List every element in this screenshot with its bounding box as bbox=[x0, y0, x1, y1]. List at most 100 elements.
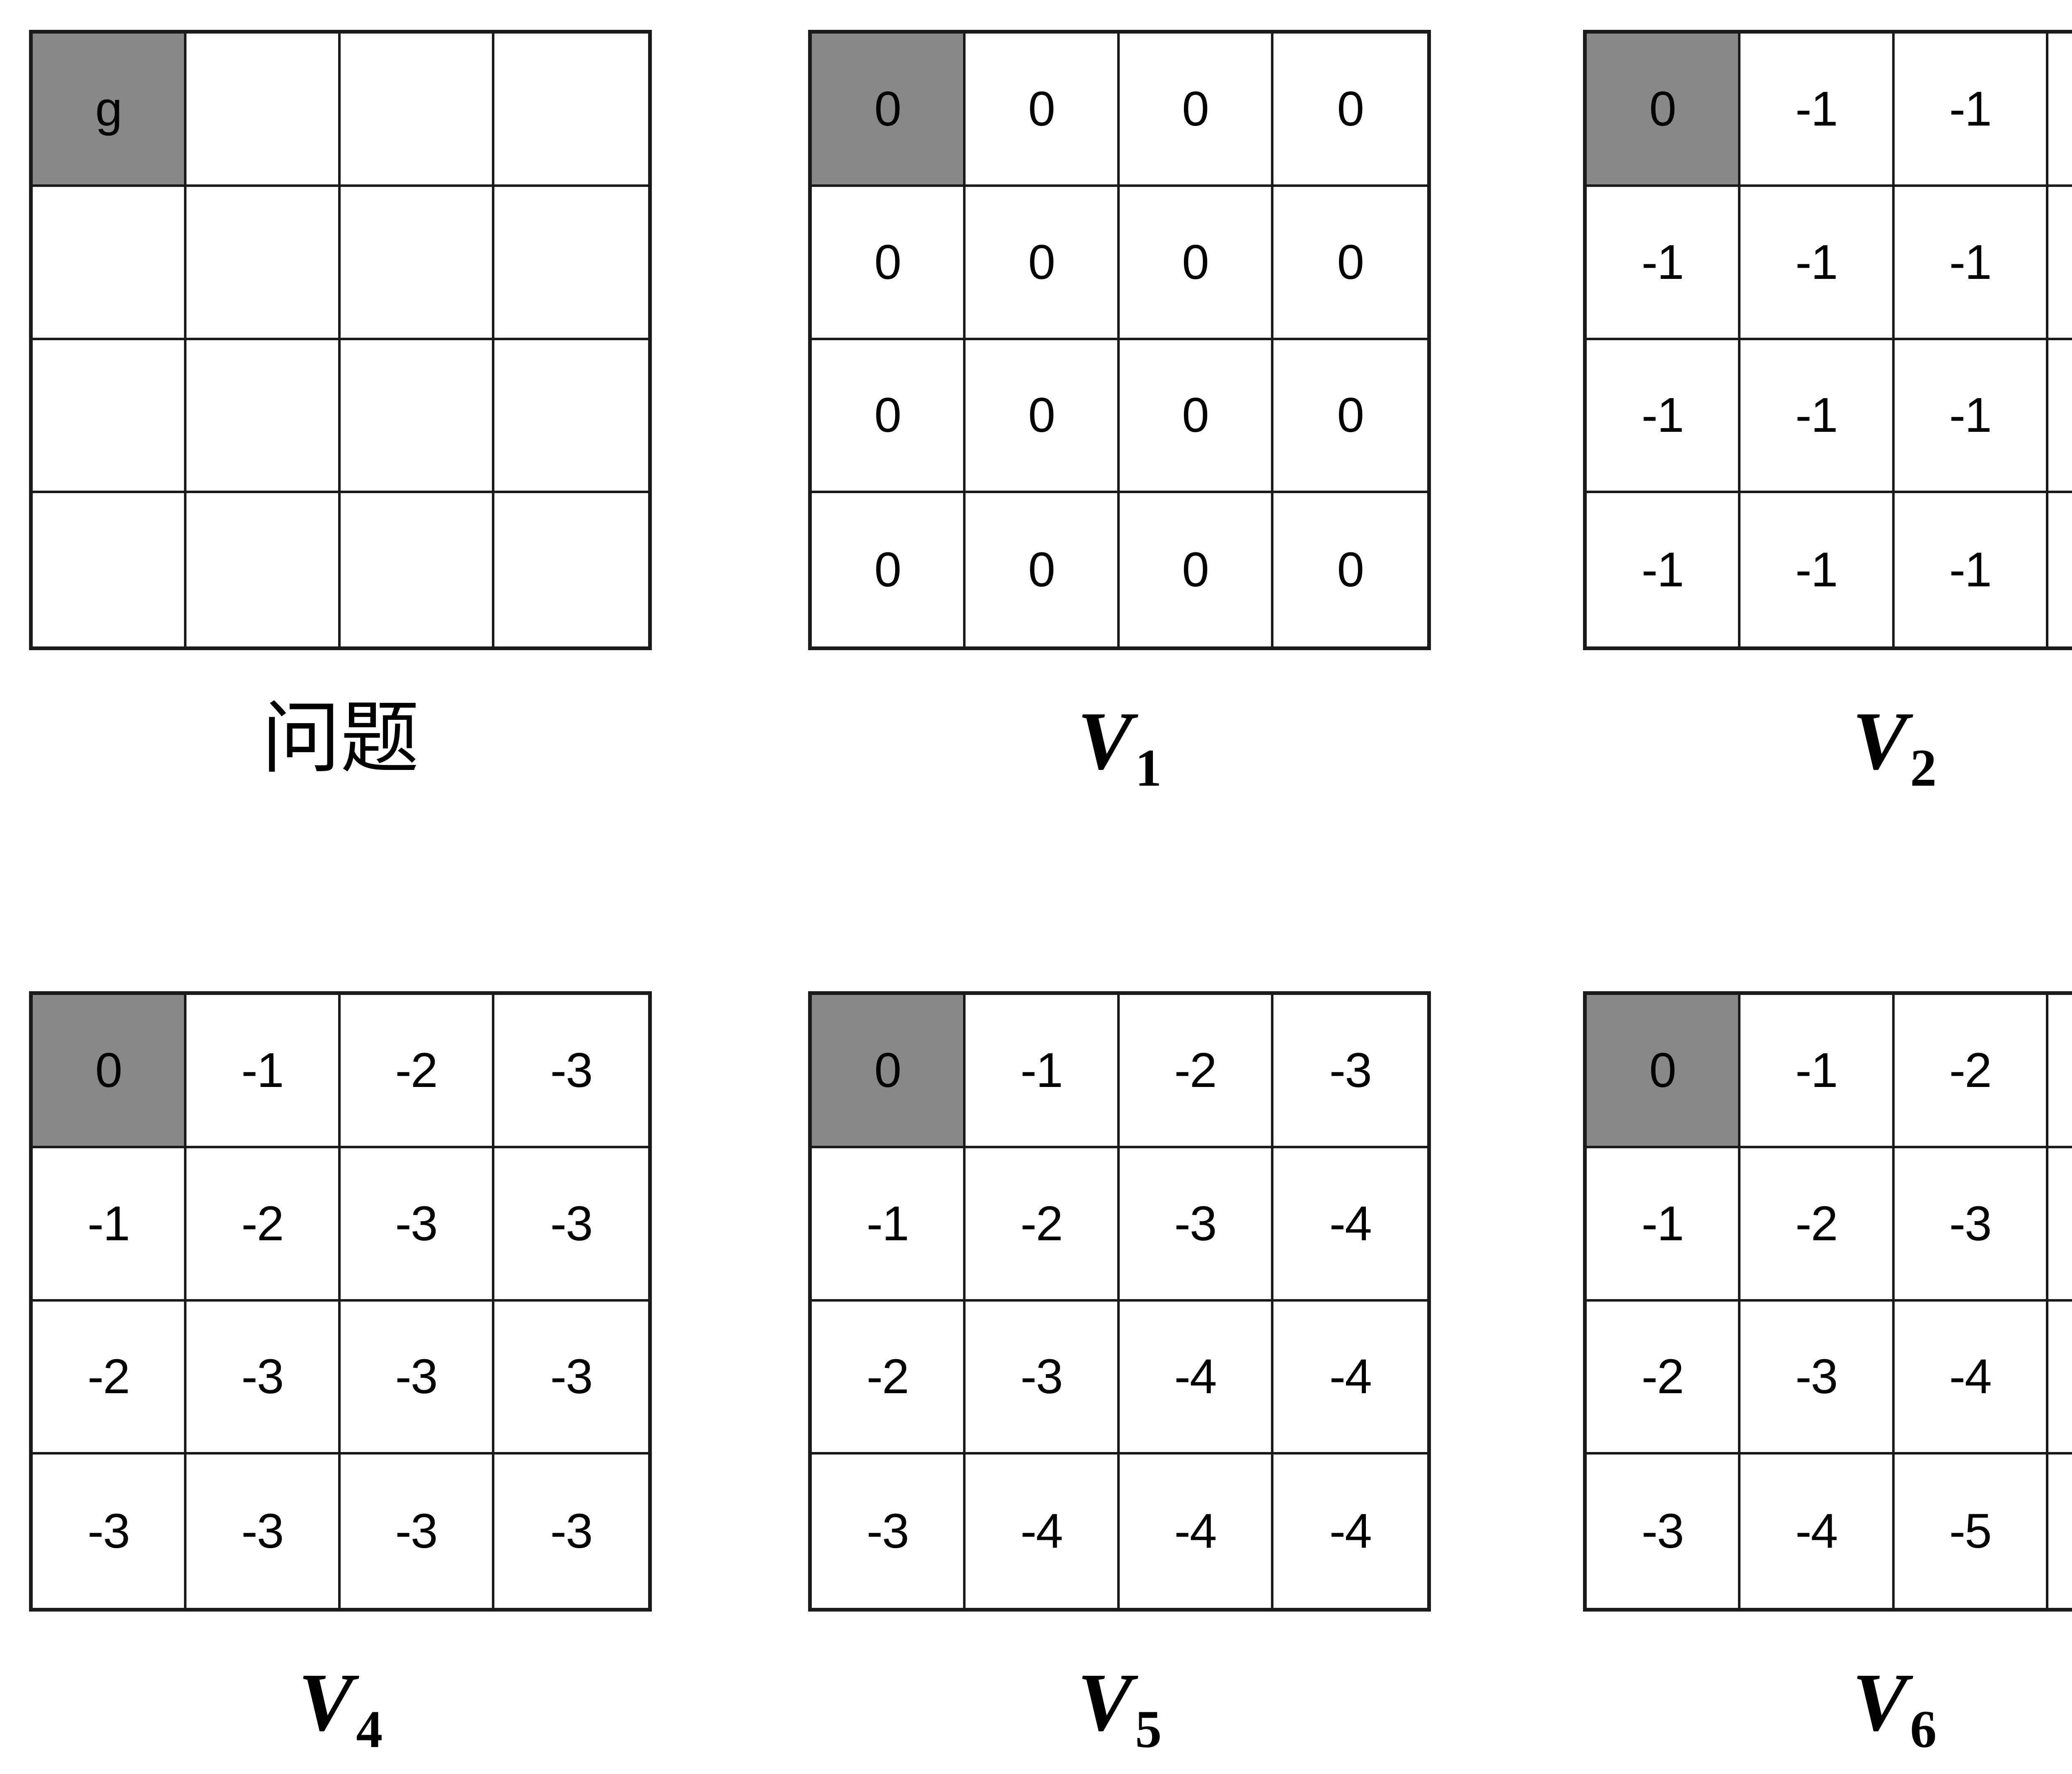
value-grid-v5: 0-1-2-3-1-2-3-4-2-3-4-4-3-4-4-4 bbox=[808, 991, 1431, 1612]
value-grid-v6: 0-1-2-3-1-2-3-4-2-3-4-5-3-4-5-5 bbox=[1583, 991, 2072, 1612]
grid-cell: -1 bbox=[1740, 34, 1895, 187]
grid-cell: -4 bbox=[1273, 1301, 1427, 1455]
grid-cell: -1 bbox=[33, 1148, 187, 1302]
grid-cell: -1 bbox=[186, 995, 341, 1148]
panel-caption-problem: 问题 bbox=[29, 700, 652, 779]
grid-cell: -2 bbox=[1587, 1301, 1741, 1455]
grid-cell: -5 bbox=[2048, 1301, 2072, 1455]
grid-cell: -1 bbox=[1587, 1148, 1741, 1302]
grid-cell bbox=[186, 34, 341, 187]
grid-panel-v6: 0-1-2-3-1-2-3-4-2-3-4-5-3-4-5-5V6 bbox=[1583, 991, 2072, 1757]
grid-cell: -5 bbox=[2048, 1455, 2072, 1608]
grid-cell: -3 bbox=[494, 1148, 648, 1302]
grid-cell: -1 bbox=[1740, 340, 1895, 494]
grid-cell bbox=[340, 34, 494, 187]
grid-cell: -2 bbox=[1740, 1148, 1895, 1302]
grid-cell: -1 bbox=[1894, 186, 2048, 340]
grid-cell bbox=[33, 493, 187, 646]
grid-cell: -3 bbox=[1273, 995, 1427, 1148]
grid-cell: -1 bbox=[1587, 340, 1741, 494]
grid-cell: g bbox=[33, 34, 187, 187]
grid-cell: 0 bbox=[1273, 186, 1427, 340]
grid-cell: -3 bbox=[494, 995, 648, 1148]
grid-cell: -3 bbox=[340, 1455, 494, 1608]
grid-cell: 0 bbox=[966, 34, 1120, 187]
value-grid-v4: 0-1-2-3-1-2-3-3-2-3-3-3-3-3-3-3 bbox=[29, 991, 652, 1612]
panel-caption-v6: V6 bbox=[1583, 1661, 2072, 1756]
grid-cell: 0 bbox=[1587, 34, 1741, 187]
panel-caption-subscript: 4 bbox=[356, 1700, 383, 1759]
grid-cell: -3 bbox=[1587, 1455, 1741, 1608]
grid-cell: -1 bbox=[1740, 493, 1895, 646]
grid-cell: -4 bbox=[1273, 1148, 1427, 1302]
panel-caption-text: V bbox=[1077, 1657, 1133, 1748]
grid-cell bbox=[33, 340, 187, 494]
grid-cell: -3 bbox=[340, 1148, 494, 1302]
panel-caption-v1: V1 bbox=[808, 700, 1431, 797]
grid-cell: -1 bbox=[1587, 493, 1741, 646]
grid-cell: -4 bbox=[1119, 1301, 1273, 1455]
grid-cell: -1 bbox=[2048, 340, 2072, 494]
panel-caption-text: V bbox=[1852, 1657, 1908, 1748]
grid-cell: -3 bbox=[1740, 1301, 1895, 1455]
grid-cell: -2 bbox=[33, 1301, 187, 1455]
grid-cell: -2 bbox=[340, 995, 494, 1148]
grid-cell: -4 bbox=[1119, 1455, 1273, 1608]
grid-cell: 0 bbox=[966, 186, 1120, 340]
grid-cell: -1 bbox=[1894, 493, 2048, 646]
grid-cell: -1 bbox=[1740, 995, 1895, 1148]
grid-cell: -1 bbox=[1587, 186, 1741, 340]
grid-cell: -4 bbox=[1894, 1301, 2048, 1455]
grid-cell: 0 bbox=[812, 995, 966, 1148]
panel-caption-v2: V2 bbox=[1583, 700, 2072, 797]
grid-cell: 0 bbox=[1119, 493, 1273, 646]
grid-cell bbox=[494, 493, 648, 646]
grid-cell: 0 bbox=[1587, 995, 1741, 1148]
grid-cell: -1 bbox=[1740, 186, 1895, 340]
grid-cell: 0 bbox=[812, 340, 966, 494]
grid-cell: 0 bbox=[1273, 493, 1427, 646]
panel-caption-text: 问题 bbox=[261, 696, 419, 783]
value-grid-v2: 0-1-1-1-1-1-1-1-1-1-1-1-1-1-1-1 bbox=[1583, 30, 2072, 650]
grid-cell: 0 bbox=[33, 995, 187, 1148]
grid-cell: -1 bbox=[1894, 34, 2048, 187]
panel-caption-subscript: 2 bbox=[1910, 738, 1937, 797]
value-grid-problem: g bbox=[29, 30, 652, 650]
grid-cell: -4 bbox=[1273, 1455, 1427, 1608]
grid-cell bbox=[33, 186, 187, 340]
grid-cell: -3 bbox=[494, 1455, 648, 1608]
grid-cell: 0 bbox=[1119, 186, 1273, 340]
grid-cell: -5 bbox=[1894, 1455, 2048, 1608]
grid-cell bbox=[186, 340, 341, 494]
panel-caption-text: V bbox=[298, 1657, 354, 1748]
grid-cell: -2 bbox=[966, 1148, 1120, 1302]
grid-cell: -4 bbox=[966, 1455, 1120, 1608]
panel-caption-v4: V4 bbox=[29, 1661, 652, 1756]
grid-cell: 0 bbox=[1119, 340, 1273, 494]
panel-caption-subscript: 6 bbox=[1910, 1700, 1937, 1759]
grid-cell: 0 bbox=[812, 34, 966, 187]
grid-cell bbox=[494, 186, 648, 340]
grid-cell: -2 bbox=[1894, 995, 2048, 1148]
grid-cell: -3 bbox=[186, 1301, 341, 1455]
grid-cell: -1 bbox=[812, 1148, 966, 1302]
grid-panel-problem: g 问题 bbox=[29, 30, 652, 795]
grid-cell: -1 bbox=[2048, 186, 2072, 340]
panel-caption-subscript: 5 bbox=[1135, 1700, 1162, 1759]
panel-caption-text: V bbox=[1077, 695, 1133, 787]
grid-cell: -1 bbox=[1894, 340, 2048, 494]
grid-cell: -3 bbox=[812, 1455, 966, 1608]
grid-cell: -3 bbox=[966, 1301, 1120, 1455]
panel-caption-text: V bbox=[1852, 695, 1908, 787]
panel-caption-subscript: 1 bbox=[1135, 738, 1162, 797]
grid-cell: 0 bbox=[1273, 34, 1427, 187]
grid-cell: 0 bbox=[812, 493, 966, 646]
grid-cell: 0 bbox=[966, 493, 1120, 646]
grid-panel-v2: 0-1-1-1-1-1-1-1-1-1-1-1-1-1-1-1V2 bbox=[1583, 30, 2072, 795]
grid-cell: 0 bbox=[1273, 340, 1427, 494]
grid-cell bbox=[494, 340, 648, 494]
